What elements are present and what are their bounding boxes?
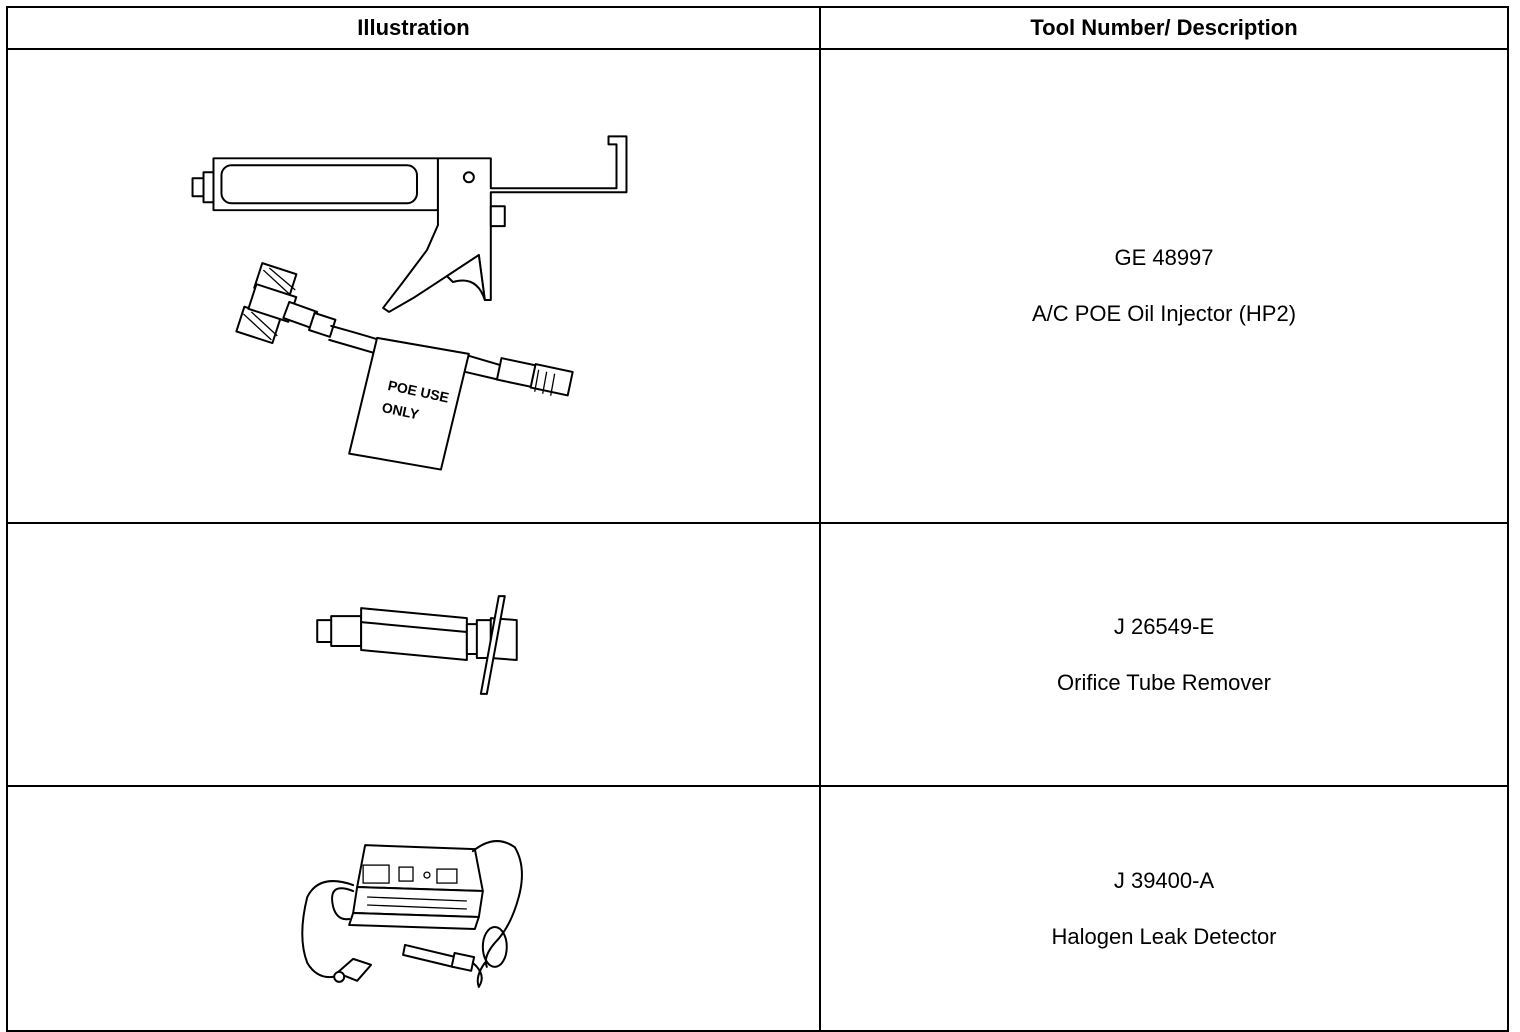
header-tool-description: Tool Number/ Description [819, 6, 1509, 50]
special-tools-table: Illustration Tool Number/ Description [6, 6, 1509, 1032]
tool-number: J 26549-E [1113, 613, 1215, 639]
oil-injector-illustration: POE USE ONLY [191, 135, 628, 471]
tool-description: Orifice Tube Remover [1057, 669, 1271, 695]
tool-number: GE 48997 [1114, 245, 1214, 270]
tool-number: J 39400-A [1113, 867, 1215, 893]
tool-description: Halogen Leak Detector [1051, 923, 1277, 949]
orifice-tube-remover-illustration [316, 595, 518, 695]
tool-description: A/C POE Oil Injector (HP2) [1031, 301, 1297, 326]
illustration-cell [6, 785, 821, 1032]
table-header-row: Illustration Tool Number/ Description [6, 6, 1509, 50]
description-cell: J 39400-A Halogen Leak Detector [819, 785, 1509, 1032]
table-row: J 39400-A Halogen Leak Detector [6, 785, 1509, 1032]
table-row: J 26549-E Orifice Tube Remover [6, 522, 1509, 787]
header-illustration: Illustration [6, 6, 821, 50]
halogen-leak-detector-illustration [301, 840, 523, 988]
poe-tag-line-2: ONLY [380, 399, 421, 423]
description-cell: GE 48997 A/C POE Oil Injector (HP2) [819, 48, 1509, 524]
description-cell: J 26549-E Orifice Tube Remover [819, 522, 1509, 787]
illustration-cell: POE USE ONLY [6, 48, 821, 524]
table-row: POE USE ONLY GE 48997 A/C POE Oil Inject… [6, 48, 1509, 524]
illustration-cell [6, 522, 821, 787]
